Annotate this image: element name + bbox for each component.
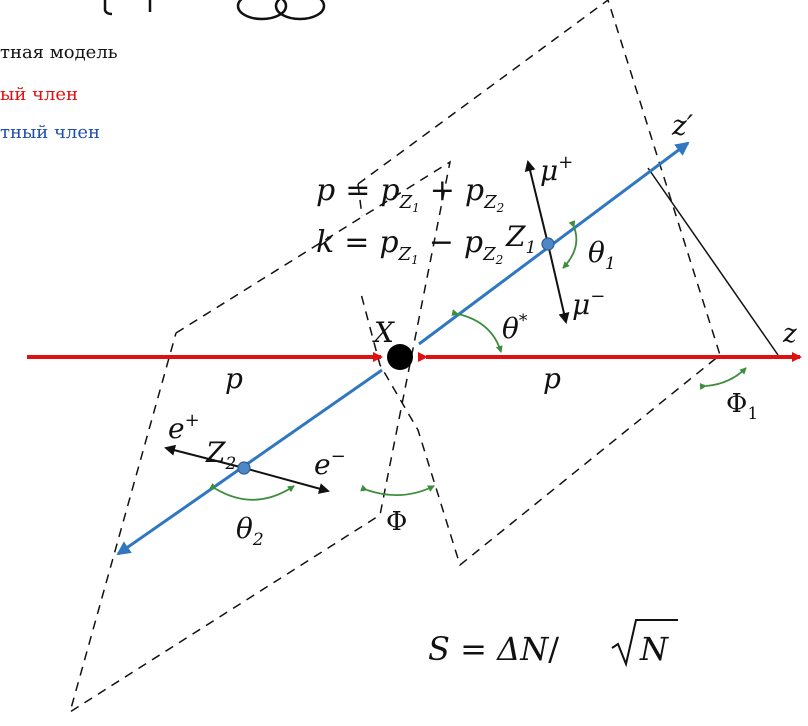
label-mu-plus: μ+ [540, 152, 573, 187]
z2-axis [116, 368, 383, 556]
label-e-minus: e− [314, 446, 346, 481]
projection-line [647, 167, 779, 356]
right-decay-plane [357, 0, 721, 567]
e-plus-arrow [164, 444, 245, 469]
formula-text: S = ΔN/ [428, 630, 559, 668]
label-p-right: p [543, 362, 561, 395]
phi1-arc [699, 367, 747, 390]
label-z1-sub: 1 [525, 238, 536, 258]
label-theta-star-sup: * [519, 311, 528, 331]
label-z-prime: z′ [671, 109, 694, 142]
label-mu-plus-sup: + [558, 152, 573, 173]
theta2-arc [209, 482, 295, 501]
z2-vertex [237, 461, 251, 475]
label-theta-star: θ* [502, 311, 528, 345]
label-phi1-sub: 1 [747, 404, 758, 424]
label-z: z [782, 319, 797, 349]
z1-vertex [541, 237, 555, 251]
legend-term-blue: тный член [0, 122, 100, 143]
x-particle [387, 344, 413, 370]
label-p-left: p [225, 362, 243, 395]
equation-k: k=pZ1−pZ2 [316, 225, 503, 267]
legend-term-red: ый член [0, 84, 79, 105]
label-mu-minus: μ− [572, 286, 605, 321]
legend-model: тная модель [0, 42, 118, 63]
label-e-minus-sup: − [331, 446, 346, 467]
label-phi1: Φ1 [726, 389, 758, 424]
e-minus-arrow [243, 467, 330, 494]
label-theta2: θ2 [236, 512, 264, 550]
label-phi: Φ [386, 507, 407, 537]
significance-formula: S = ΔN/ N [428, 619, 678, 668]
equation-p: p=pZ1+pZ2 [316, 173, 504, 215]
right-plane-notch [357, 183, 363, 217]
label-z1: Z1 [505, 220, 536, 258]
label-z2-sub: 2 [224, 454, 236, 474]
label-x: X [372, 316, 395, 349]
theta-star-arc [451, 309, 503, 353]
label-theta1: θ1 [588, 236, 616, 274]
label-mu-minus-sup: − [590, 286, 605, 307]
label-e-plus-sup: + [185, 410, 200, 431]
mu-plus-arrow [524, 160, 549, 245]
left-decay-plane [68, 160, 452, 714]
phi-arc [360, 484, 435, 497]
label-z2: Z2 [205, 436, 236, 474]
label-e-plus: e+ [168, 410, 200, 445]
theta1-arc [562, 220, 578, 269]
mu-minus-arrow [547, 243, 570, 324]
sqrt-sign [611, 619, 678, 668]
label-theta2-sub: 2 [252, 530, 264, 550]
label-theta1-sub: 1 [605, 254, 616, 274]
formula-sqrt-n: N [639, 630, 669, 668]
clipped-heading-glyphs [103, 0, 326, 21]
